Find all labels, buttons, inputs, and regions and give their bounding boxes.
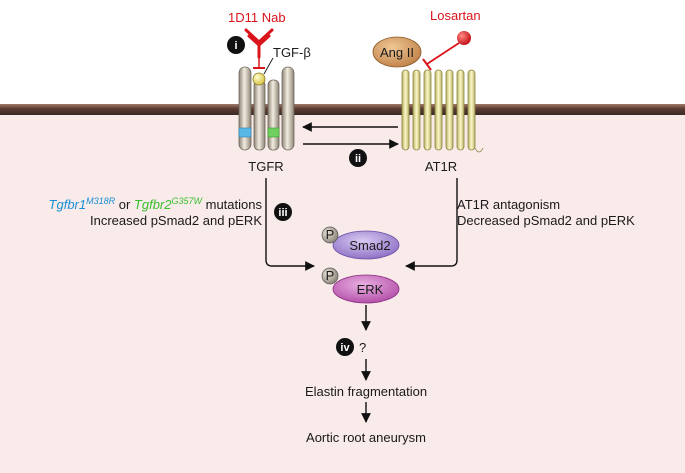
left-effect-label: Increased pSmad2 and pERK xyxy=(90,213,262,228)
losartan-inhibition-bar xyxy=(422,58,432,71)
losartan-label: Losartan xyxy=(430,8,481,23)
tgfbr1-gene: Tgfbr1 xyxy=(49,197,87,212)
at1r-signal-path xyxy=(405,178,458,271)
smad2-phospho xyxy=(321,226,339,244)
tgfbr2-variant: G357W xyxy=(172,196,204,206)
step-iii-label: iii xyxy=(278,207,287,219)
cell-membrane xyxy=(0,104,685,115)
step-i-badge xyxy=(227,36,245,54)
step-iii-badge xyxy=(274,203,292,221)
aneurysm-label: Aortic root aneurysm xyxy=(306,430,426,445)
erk-phospho-label: P xyxy=(326,268,335,283)
angii-label: Ang II xyxy=(380,45,414,60)
tgfbr2-gene: Tgfbr2 xyxy=(134,197,172,212)
at1r-receptor xyxy=(401,69,484,153)
erk-protein xyxy=(332,274,400,304)
tgfr-signal-path xyxy=(265,178,315,271)
at1r-label: AT1R xyxy=(425,159,457,174)
mutation-or: or xyxy=(115,197,134,212)
unknown-step-label: ? xyxy=(359,340,366,355)
step-iv-badge xyxy=(336,338,354,356)
right-title-label: AT1R antagonism xyxy=(457,197,560,212)
step-iv-label: iv xyxy=(340,342,350,354)
tgfr-label: TGFR xyxy=(248,159,283,174)
mutations-line: Tgfbr1M318R or Tgfbr2G357W mutations xyxy=(49,196,263,212)
tgfr-receptor xyxy=(238,66,295,151)
losartan-icon xyxy=(457,31,471,45)
angii-ligand xyxy=(372,36,422,68)
mutation-tail: mutations xyxy=(202,197,262,212)
smad2-protein xyxy=(332,230,400,260)
right-effect-label: Decreased pSmad2 and pERK xyxy=(457,213,635,228)
tgfb-ligand xyxy=(252,72,266,86)
tgfbr1-mutation-marker xyxy=(238,127,252,138)
tgfb-label: TGF-β xyxy=(273,45,311,60)
step-ii-label: ii xyxy=(355,153,361,165)
losartan-inhibition-line xyxy=(426,42,460,65)
erk-phospho xyxy=(321,267,339,285)
elastin-label: Elastin fragmentation xyxy=(305,384,427,399)
tgfb-pointer xyxy=(263,57,274,75)
tgfbr2-mutation-marker xyxy=(267,127,280,138)
smad2-label: Smad2 xyxy=(349,238,390,253)
antibody-icon xyxy=(244,28,274,59)
antibody-label: 1D11 Nab xyxy=(228,10,286,25)
step-i-label: i xyxy=(234,40,237,52)
step-ii-badge xyxy=(349,149,367,167)
erk-label: ERK xyxy=(357,282,384,297)
smad2-phospho-label: P xyxy=(326,227,335,242)
tgfbr1-variant: M318R xyxy=(86,196,116,206)
